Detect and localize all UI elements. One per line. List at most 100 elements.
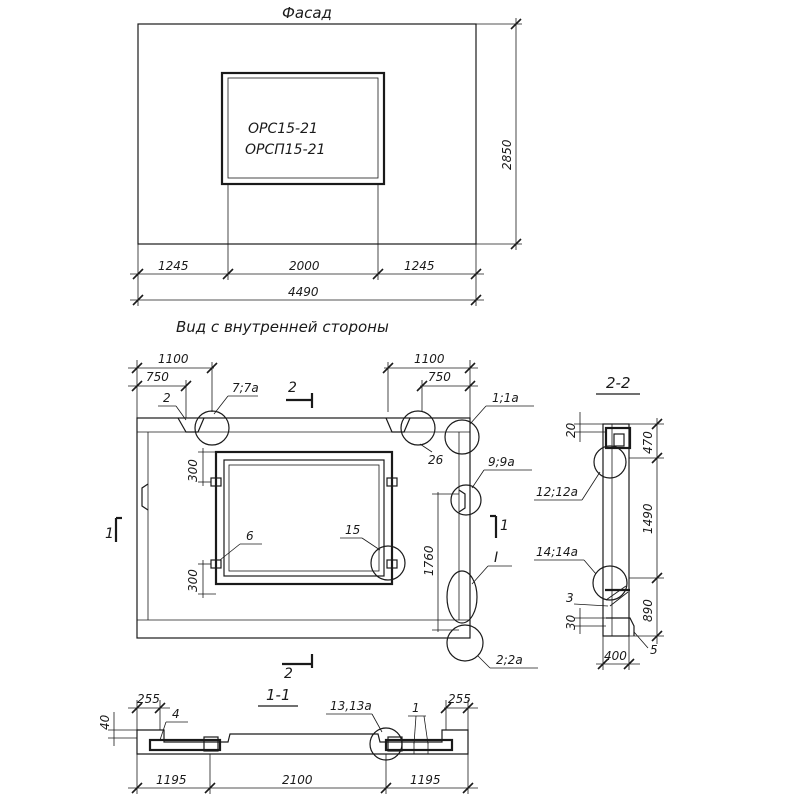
- leader: [471, 469, 485, 489]
- tick: [597, 658, 609, 670]
- facade-window-inner: [227, 77, 379, 179]
- inner-window-inner: [223, 459, 385, 577]
- dim-30: 30: [564, 614, 578, 630]
- facade-mark-1: ОРС15-21: [248, 121, 318, 137]
- tick: [623, 658, 635, 670]
- dim-470: 470: [641, 431, 655, 454]
- section-top-detail: [613, 433, 625, 447]
- dim-1195-left: 1195: [156, 773, 187, 787]
- leader: [423, 715, 429, 745]
- inner-panel-outline: [136, 417, 471, 639]
- leader: [419, 443, 433, 453]
- leader: [469, 405, 487, 425]
- section-2-2-title: 2-2: [606, 374, 631, 392]
- facade-dim-right: 1245: [404, 259, 435, 273]
- top-notch: [177, 417, 205, 433]
- callout-I-ellipse: [446, 570, 478, 624]
- section-1-right: 1: [500, 518, 509, 534]
- facade-dim-total: 4490: [288, 285, 319, 299]
- facade-tick: [470, 294, 482, 306]
- leader: [581, 471, 601, 501]
- dim-40: 40: [98, 714, 112, 730]
- section-top-frame: [604, 426, 632, 450]
- label-12-12a: 12;12а: [536, 485, 578, 499]
- tick: [206, 362, 218, 374]
- facade-window: [220, 71, 386, 186]
- facade-outline: [137, 23, 477, 245]
- label-2-2a: 2;2а: [496, 653, 523, 667]
- inner-window-frame: [214, 450, 394, 586]
- dim-2100: 2100: [282, 773, 313, 787]
- tick: [154, 702, 166, 714]
- leader: [175, 405, 187, 421]
- tick: [440, 702, 452, 714]
- leader: [633, 631, 649, 649]
- label-5: 5: [650, 643, 658, 657]
- leader: [371, 713, 383, 733]
- dim-top-left-2: 750: [146, 370, 169, 384]
- tick: [462, 702, 474, 714]
- label-9-9a: 9;9а: [488, 455, 515, 469]
- leader: [219, 543, 241, 561]
- leader: [361, 537, 381, 551]
- tick: [651, 572, 663, 584]
- label-26: 26: [428, 453, 444, 467]
- side-lug: [458, 489, 466, 513]
- label-6: 6: [246, 529, 254, 543]
- tick: [651, 418, 663, 430]
- facade-dim-left: 1245: [158, 259, 189, 273]
- facade-dim-height: 2850: [500, 139, 514, 170]
- section-2-2-view: 2-2 470 1490 890 20 30: [534, 374, 664, 670]
- leader: [471, 565, 489, 585]
- tick: [131, 380, 143, 392]
- label-1-1a: 1;1а: [492, 391, 519, 405]
- section-1-left: 1: [105, 526, 114, 542]
- label-I: I: [494, 550, 498, 566]
- inner-view: Вuд с внутренней стороны 300 300 6: [105, 318, 538, 682]
- anchor-plate: [386, 559, 398, 569]
- hatch: [605, 585, 627, 601]
- anchor-plate: [386, 477, 398, 487]
- section-panel: [602, 423, 630, 637]
- leader: [159, 721, 167, 741]
- dim-255-right: 255: [448, 692, 471, 706]
- dim-400: 400: [604, 649, 627, 663]
- callout-14-circle: [592, 565, 628, 601]
- tick: [464, 380, 476, 392]
- facade-tick: [510, 18, 522, 30]
- tick: [131, 782, 143, 794]
- label-7-7a: 7;7а: [232, 381, 259, 395]
- dim-top-right-1: 1100: [414, 352, 445, 366]
- facade-tick: [510, 238, 522, 250]
- section-1-1-view: 1-1 255 255 40 4 13,13а: [98, 686, 478, 794]
- inner-view-title: Вuд с внутренней стороны: [176, 318, 389, 336]
- tick: [180, 380, 192, 392]
- dim-top-left-1: 1100: [158, 352, 189, 366]
- callout-1-circle: [444, 419, 480, 455]
- tick: [131, 702, 143, 714]
- label-14-14a: 14;14а: [536, 545, 578, 559]
- dim-20: 20: [564, 422, 578, 438]
- section-left-block: [203, 736, 219, 752]
- section-right-frame: [384, 738, 454, 752]
- label-15: 15: [345, 523, 360, 537]
- dim-300-top: 300: [186, 459, 200, 482]
- dim-1760: 1760: [422, 545, 436, 576]
- leader: [583, 559, 597, 575]
- label-13-13a: 13,13а: [330, 699, 372, 713]
- side-lug: [141, 483, 149, 511]
- label-2-small: 2: [163, 391, 171, 405]
- section-2-top: 2: [288, 380, 297, 396]
- label-3: 3: [566, 591, 574, 605]
- tick: [382, 362, 394, 374]
- label-4: 4: [172, 707, 180, 721]
- tick: [380, 782, 392, 794]
- dim-890: 890: [641, 599, 655, 622]
- tick: [416, 380, 428, 392]
- leader: [213, 395, 229, 415]
- section-bottom-step: [606, 617, 635, 636]
- label-1: 1: [412, 701, 420, 715]
- section-2-bottom: 2: [284, 666, 293, 682]
- dim-top-right-2: 750: [428, 370, 451, 384]
